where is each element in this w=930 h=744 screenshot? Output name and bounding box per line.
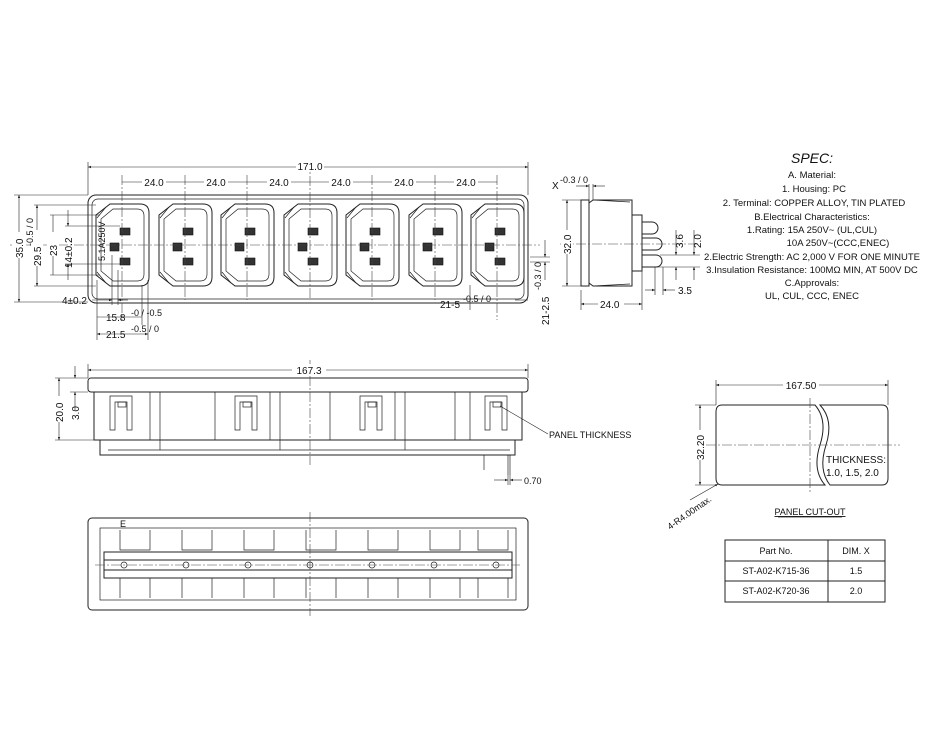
overall-width-dim: 171.0: [297, 162, 322, 173]
pin-width-dim: 0.70: [524, 476, 542, 486]
elevation-view: 167.3 20.0 3.0 PANEL THICKNESS 0.70: [53, 360, 631, 486]
x-dim-tol: -0.3 / 0: [560, 175, 588, 185]
spec-line: 3.Insulation Resistance: 100MΩ MIN, AT 5…: [706, 265, 918, 276]
spec-block: SPEC: A. Material: 1. Housing: PC 2. Ter…: [704, 150, 920, 302]
spec-line: C.Approvals:: [785, 278, 839, 289]
spec-line: A. Material:: [788, 170, 836, 181]
socket-height-tol: -0.5 / 0: [25, 218, 35, 246]
cutout-width-dim: 167.50: [786, 381, 817, 392]
pitch-dim: 24.0: [394, 178, 414, 189]
parts-table: Part No. DIM. X ST-A02-K715-36 1.5 ST-A0…: [724, 539, 886, 603]
terminal-dim-2: 2.0: [693, 234, 704, 248]
pin-spacing-dim: 14±0.2: [64, 237, 75, 268]
pin-offset-dim: 4±0.2: [62, 296, 87, 307]
terminal-mark: E: [120, 519, 126, 529]
table-cell: ST-A02-K720-36: [742, 586, 809, 596]
spec-title: SPEC:: [791, 150, 833, 166]
pitch-dim: 24.0: [206, 178, 226, 189]
pitch-dim: 24.0: [269, 178, 289, 189]
socket-width-tol: -0.5 / 0: [131, 324, 159, 334]
table-cell: 2.0: [850, 586, 863, 596]
terminal-dim-3: 3.5: [678, 286, 692, 297]
table-header: DIM. X: [842, 546, 870, 556]
inner-width-dim: 15.8: [106, 313, 126, 324]
spec-line: UL, CUL, CCC, ENEC: [765, 291, 859, 302]
right-dim-2-tol: -0.3 / 0: [533, 262, 543, 290]
panel-thickness-label: PANEL THICKNESS: [549, 430, 631, 440]
spec-line: 1.Rating: 15A 250V~ (UL,CUL): [747, 225, 877, 236]
inner-height-dim: 23: [49, 244, 60, 256]
pitch-dim: 24.0: [144, 178, 164, 189]
table-header: Part No.: [759, 546, 792, 556]
side-depth-dim: 24.0: [600, 300, 620, 311]
corner-radius-dim: 4-R4.00max.: [665, 494, 713, 532]
spec-line: 2.Electric Strength: AC 2,000 V FOR ONE …: [704, 252, 920, 263]
spec-line: 1. Housing: PC: [782, 184, 846, 195]
right-dim-1: 21-5: [440, 300, 460, 311]
x-dim: X: [552, 181, 559, 192]
front-view: 5.1A250V 171.0 24.0 24.0 24.0 24.0 24.0 …: [10, 160, 552, 341]
spec-line: 2. Terminal: COPPER ALLOY, TIN PLATED: [723, 198, 906, 209]
flange-dim: 3.0: [71, 406, 82, 420]
inner-width-tol: -0 / -0.5: [131, 308, 162, 318]
elevation-width-dim: 167.3: [296, 366, 321, 377]
panel-cutout-title: PANEL CUT-OUT: [774, 507, 846, 517]
right-dim-1-tol: -0.5 / 0: [463, 294, 491, 304]
thickness-label: THICKNESS:: [826, 455, 886, 466]
spec-line: B.Electrical Characteristics:: [754, 212, 870, 223]
pitch-dim: 24.0: [456, 178, 476, 189]
socket-voltage-mark: 5.1A250V: [97, 221, 107, 261]
spec-line: 10A 250V~(CCC,ENEC): [787, 238, 890, 249]
terminal-dim-1: 3.6: [675, 234, 686, 248]
side-view: X -0.3 / 0 32.0 24.0 3.6 2.0 3.5: [552, 175, 704, 311]
socket-width-dim: 21.5: [106, 330, 126, 341]
socket-height-dim: 29.5: [33, 246, 44, 266]
panel-cutout: 167.50 32.20 4-R4.00max. THICKNESS: 1.0,…: [665, 379, 900, 532]
cutout-height-dim: 32.20: [696, 435, 707, 460]
height-dim: 35.0: [15, 238, 26, 258]
pitch-dim: 24.0: [331, 178, 351, 189]
thickness-values: 1.0, 1.5, 2.0: [826, 468, 879, 479]
bottom-view: E: [87, 512, 529, 616]
side-height-dim: 32.0: [563, 234, 574, 254]
table-cell: ST-A02-K715-36: [742, 566, 809, 576]
right-dim-2: 21-2.5: [541, 296, 552, 325]
elevation-height-dim: 20.0: [55, 402, 66, 422]
table-cell: 1.5: [850, 566, 863, 576]
